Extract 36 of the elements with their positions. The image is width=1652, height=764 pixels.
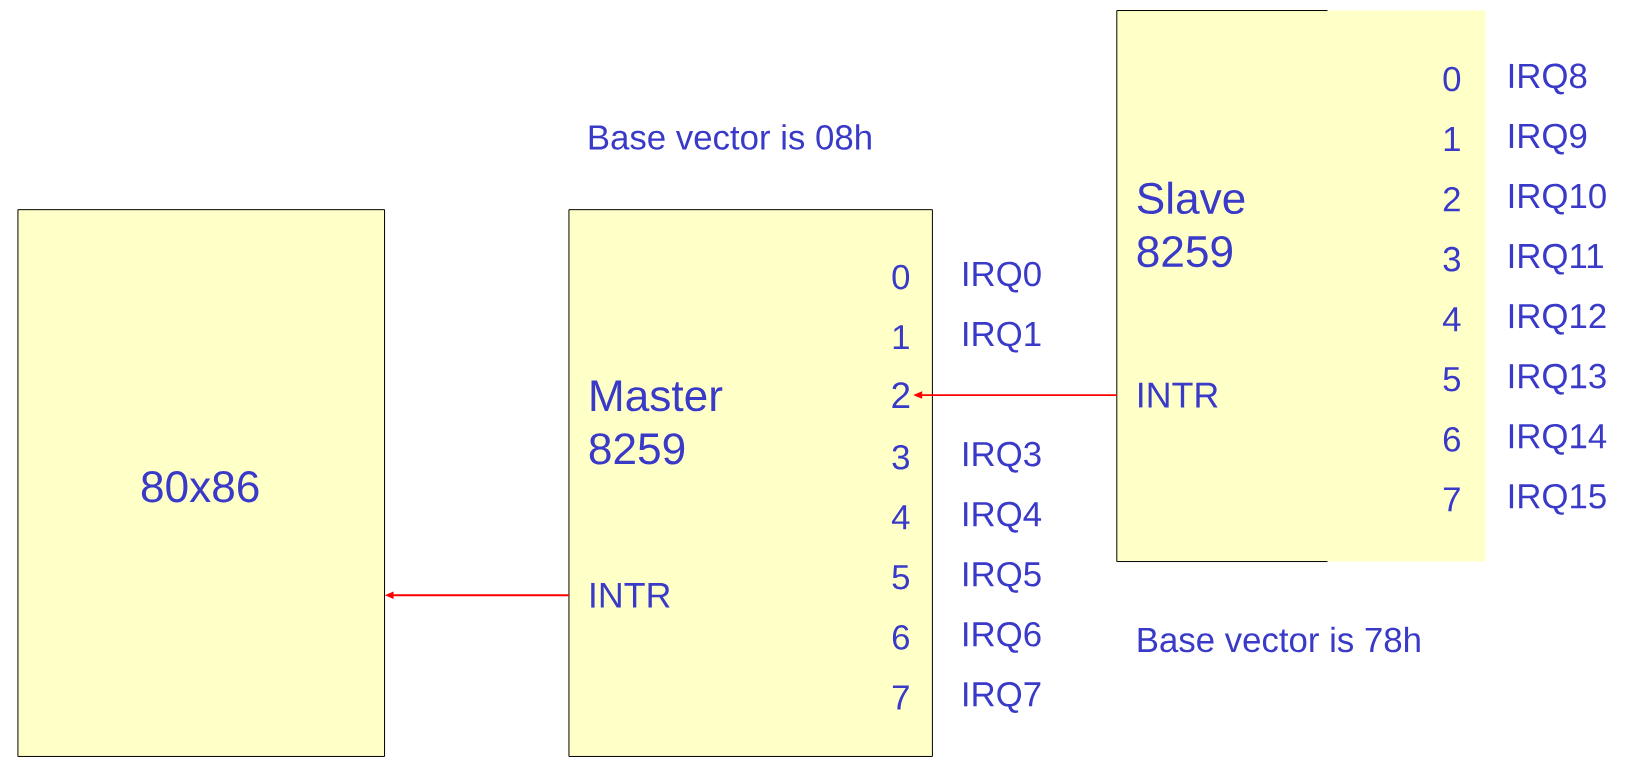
signal-name: IRQ5 — [964, 562, 1041, 593]
signal-name: INTR — [591, 583, 670, 608]
signal-name: IRQ7 — [964, 682, 1041, 713]
pin-number: 2 — [1443, 187, 1460, 212]
chip-box: 80x86 — [17, 209, 386, 758]
signal-name: IRQ3 — [964, 441, 1041, 473]
caption-text: Base vector is 08h — [589, 124, 871, 150]
pin-number: 3 — [892, 445, 909, 470]
pin-number: 4 — [891, 505, 910, 530]
pin-number: 3 — [1443, 246, 1460, 272]
pin-number: 6 — [1443, 427, 1460, 452]
signal-name: IRQ0 — [964, 261, 1041, 293]
signal-name: INTR — [1139, 382, 1218, 408]
signal-name: IRQ15 — [1509, 484, 1606, 515]
signal-name: IRQ4 — [964, 501, 1042, 533]
signal-name: IRQ1 — [964, 321, 1041, 353]
pin-number: 0 — [1443, 66, 1461, 92]
pin-number: 5 — [1443, 367, 1461, 392]
signal-name: IRQ6 — [964, 622, 1041, 653]
signal-name: IRQ13 — [1509, 363, 1606, 395]
signal-name: IRQ11 — [1509, 243, 1603, 275]
pin-number: 5 — [892, 565, 910, 590]
pin-number: 6 — [892, 625, 909, 650]
signal-name: IRQ9 — [1509, 123, 1587, 155]
pin-number: 7 — [1443, 487, 1460, 512]
caption-text: Base vector is 78h — [1138, 626, 1420, 653]
signal-name: IRQ12 — [1509, 303, 1606, 335]
pin-number: 2 — [892, 382, 910, 409]
pin-number: 1 — [1444, 127, 1460, 152]
signal-name: IRQ10 — [1509, 183, 1606, 215]
pin-number: 1 — [893, 325, 909, 350]
pin-number: 0 — [892, 264, 910, 290]
signal-name: IRQ14 — [1509, 424, 1607, 455]
signal-name: IRQ8 — [1509, 63, 1587, 95]
pin-number: 7 — [892, 685, 909, 710]
pin-number: 4 — [1442, 307, 1461, 332]
